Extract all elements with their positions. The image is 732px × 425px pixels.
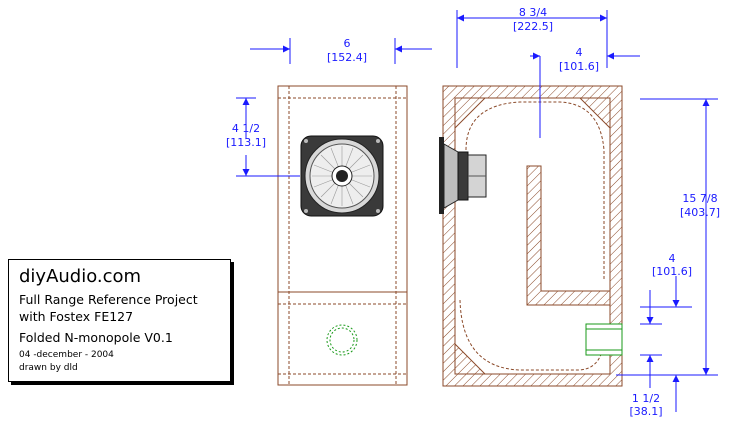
driver-height-dim-mm: [113.1] bbox=[226, 136, 266, 149]
side-walls-hatched bbox=[442, 85, 623, 387]
brand-title: diyAudio.com bbox=[19, 266, 142, 287]
front-view bbox=[277, 85, 408, 386]
side-corner-fill bbox=[454, 97, 487, 130]
side-corner-fill bbox=[454, 342, 487, 375]
side-corner-fill bbox=[578, 97, 611, 130]
driver-height-dim: 4 1/2 bbox=[232, 122, 260, 135]
title-block: diyAudio.com Full Range Reference Projec… bbox=[8, 259, 231, 382]
dimension-lines bbox=[236, 10, 718, 412]
drawing-date: 04 -december - 2004 bbox=[19, 350, 114, 360]
side-depth-dim-mm: [222.5] bbox=[513, 20, 553, 33]
side-depth-dim: 8 3/4 bbox=[519, 6, 547, 19]
port-side-icon bbox=[585, 323, 623, 356]
rear-offset-dim-mm: [101.6] bbox=[559, 60, 599, 73]
driver-side-icon bbox=[439, 137, 487, 214]
side-view bbox=[439, 85, 623, 387]
side-fold-panels bbox=[526, 165, 611, 306]
project-subtitle: with Fostex FE127 bbox=[19, 309, 134, 324]
total-height-dim-mm: [403.7] bbox=[680, 206, 720, 219]
front-panel-outline bbox=[277, 85, 408, 386]
side-air-path bbox=[459, 299, 605, 371]
drawing-author: drawn by dld bbox=[19, 363, 78, 373]
design-version: Folded N-monopole V0.1 bbox=[19, 330, 173, 345]
driver-front-icon bbox=[300, 135, 384, 217]
port-bottom-dim: 1 1/2 bbox=[632, 392, 660, 405]
port-height-dim-mm: [101.6] bbox=[652, 265, 692, 278]
rear-offset-dim: 4 bbox=[576, 46, 583, 59]
port-front-icon bbox=[326, 324, 358, 356]
front-width-dim: 6 bbox=[344, 37, 351, 50]
front-width-dim-mm: [152.4] bbox=[327, 51, 367, 64]
port-bottom-dim-mm: [38.1] bbox=[629, 405, 662, 418]
project-name: Full Range Reference Project bbox=[19, 292, 198, 307]
total-height-dim: 15 7/8 bbox=[682, 192, 717, 205]
port-height-dim: 4 bbox=[669, 252, 676, 265]
